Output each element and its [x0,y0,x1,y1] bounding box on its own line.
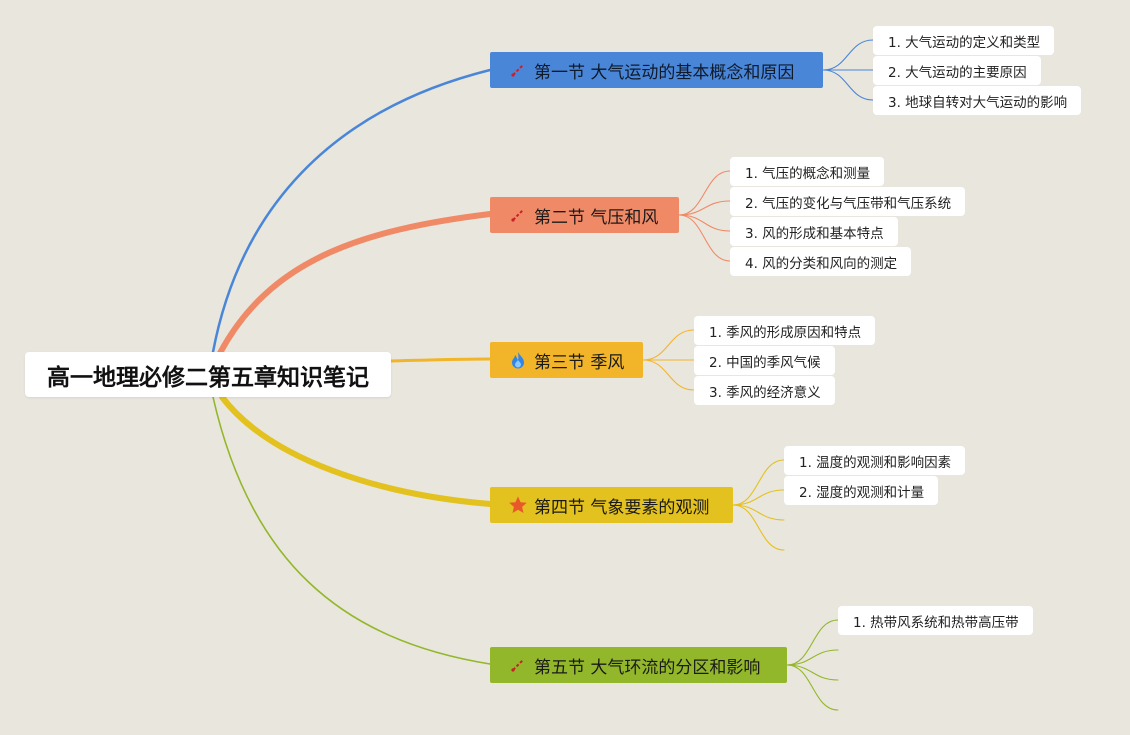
leaf-connector [786,664,839,681]
section-2[interactable]: 第二节 气压和风 [490,197,679,233]
list-item[interactable]: 4. 风的分类和风向的测定 [730,247,912,276]
leaf-connector [732,489,785,506]
leaf-connector [822,39,874,71]
leaf-connector [732,504,785,521]
list-item[interactable]: 1. 气压的概念和测量 [730,157,885,186]
section-label: 第二节 气压和风 [534,207,659,228]
flame-icon [508,350,528,370]
root-topic-label: 高一地理必修二第五章知识笔记 [47,364,369,391]
connector-line [212,396,491,665]
connector-line [217,211,493,356]
section-1[interactable]: 第一节 大气运动的基本概念和原因 [490,52,823,88]
list-item[interactable]: 1. 大气运动的定义和类型 [873,26,1055,55]
connector-line [389,357,492,363]
leaf-connector [786,619,839,666]
list-item[interactable]: 2. 气压的变化与气压带和气压系统 [730,187,966,216]
section-label: 第四节 气象要素的观测 [534,497,710,518]
pen-icon [508,655,528,675]
leaf-connector [678,214,731,262]
leaf-connector [678,214,731,232]
pen-icon [508,205,528,225]
leaf-connector [822,69,874,101]
list-item[interactable]: 2. 大气运动的主要原因 [873,56,1041,85]
leaf-connector [786,649,839,666]
leaf-connector [642,359,695,391]
pen-icon [508,60,528,80]
list-item[interactable]: 1. 热带风系统和热带高压带 [838,606,1033,635]
root-topic[interactable]: 高一地理必修二第五章知识笔记 [25,352,391,397]
list-item[interactable]: 3. 季风的经济意义 [694,376,835,405]
list-item[interactable]: 3. 地球自转对大气运动的影响 [873,86,1082,115]
leaf-connector [786,664,839,711]
leaf-connector [678,200,731,216]
leaf-connector [732,504,785,551]
list-item[interactable]: 2. 中国的季风气候 [694,346,835,375]
list-item[interactable]: 1. 季风的形成原因和特点 [694,316,876,345]
section-label: 第五节 大气环流的分区和影响 [534,657,761,678]
list-item[interactable]: 2. 湿度的观测和计量 [784,476,939,505]
section-4[interactable]: 第四节 气象要素的观测 [490,487,733,523]
leaf-connector [642,329,695,361]
section-label: 第一节 大气运动的基本概念和原因 [534,62,795,83]
section-label: 第三节 季风 [534,352,625,373]
section-5[interactable]: 第五节 大气环流的分区和影响 [490,647,787,683]
leaf-connector [732,459,785,506]
list-item[interactable]: 1. 温度的观测和影响因素 [784,446,966,475]
connector-line [219,394,493,507]
star-icon [508,495,528,515]
connector-line [211,68,492,354]
leaf-connector [678,170,731,216]
section-3[interactable]: 第三节 季风 [490,342,643,378]
list-item[interactable]: 3. 风的形成和基本特点 [730,217,898,246]
